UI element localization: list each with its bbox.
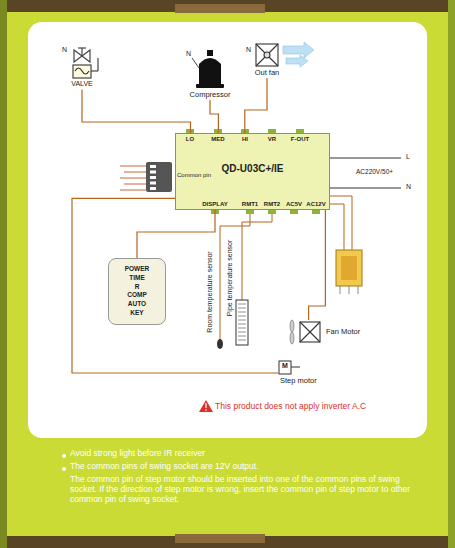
sensor-label: Room temperature sensor [206,251,214,332]
label: AC12V [306,201,325,208]
node-text: Compressor [182,90,238,99]
bullet-dot [62,454,66,458]
label: RMT1 [242,201,258,208]
label: AC220V/50+ [356,168,393,175]
wire [309,210,326,320]
label: AC5V [286,201,302,208]
valve-symbol: VALVE [52,48,112,89]
node-text: AUTO [111,300,163,309]
node-text: VALVE [54,80,110,88]
wire [245,78,267,133]
label: M [282,362,288,370]
node-text: TIME [111,274,163,283]
label: The common pin of step motor should be i… [70,475,422,504]
fan-motor: Fan Motor [296,320,386,337]
bullet-dot [62,467,66,471]
label: L [406,153,410,161]
sensor-label: Pipe temperature sensor [226,240,234,317]
label: VR [268,136,276,143]
label: This product does not apply inverter A.C [215,402,366,412]
label: F-OUT [291,136,309,143]
node-text: COMP [111,291,163,300]
wire [210,100,218,133]
label: Avoid strong light before IR receiver [70,449,205,459]
label: HI [242,136,248,143]
label: Common pin [177,172,211,179]
label: N [62,46,67,54]
node-text: POWER [111,265,163,274]
node-text: Out fan [242,68,292,77]
label: The common pins of swing socket are 12V … [70,462,259,472]
label: DISPLAY [202,201,227,208]
wire [72,198,278,373]
node-text: KEY [111,309,163,318]
wire [82,89,191,133]
label: N [186,50,191,58]
node-text: R [111,283,163,292]
wire [137,210,215,258]
node-text: Fan Motor [326,327,384,336]
label: N [246,46,251,54]
label: RMT2 [264,201,280,208]
display-panel: POWERTIMERCOMPAUTOKEY [108,258,166,325]
control-board: QD-U03C+/IE [175,133,330,210]
label: N [406,183,411,191]
label: MED [211,136,224,143]
label: LO [186,136,194,143]
node-text: Step motor [280,376,336,385]
